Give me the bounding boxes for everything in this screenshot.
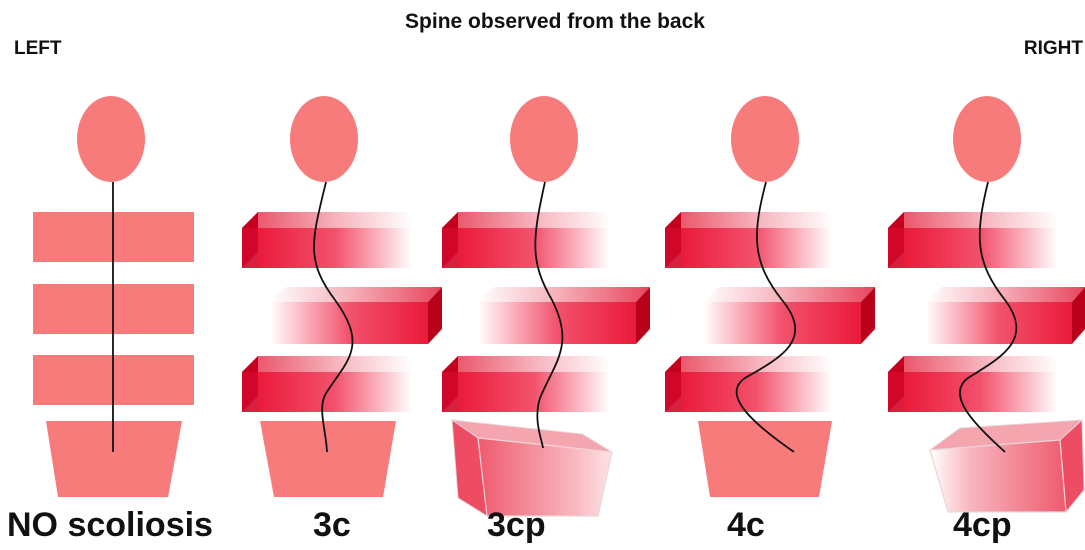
pelvis-block [930,420,1084,512]
head [290,96,358,182]
figure-no-scoliosis [33,96,194,497]
head [77,96,145,182]
vertebra-block [888,356,1058,412]
figure-4cp [888,96,1085,512]
vertebra-block [242,356,412,412]
vertebra-block [926,287,1085,344]
pelvis-block [46,421,182,497]
figure-3c [242,96,442,497]
caption-3c: 3c [313,506,351,545]
caption-4cp: 4cp [953,506,1012,545]
pelvis-block [698,421,832,497]
pelvis-block [452,420,612,516]
pelvis-block [260,421,396,497]
caption-3cp: 3cp [487,506,546,545]
caption-4c: 4c [727,506,765,545]
vertebra-block [703,287,875,344]
vertebra-block [665,356,832,412]
figure-4c [665,96,875,497]
head [731,96,799,182]
vertebra-block [242,212,412,268]
vertebra-block [888,212,1058,268]
caption-no-scoliosis: NO scoliosis [7,506,213,545]
vertebra-block [442,212,610,268]
figure-3cp [442,96,650,516]
head [510,96,578,182]
vertebra-block [478,287,650,344]
vertebra-block [270,287,442,344]
head [953,96,1021,182]
vertebra-block [442,356,610,412]
vertebra-block [665,212,832,268]
